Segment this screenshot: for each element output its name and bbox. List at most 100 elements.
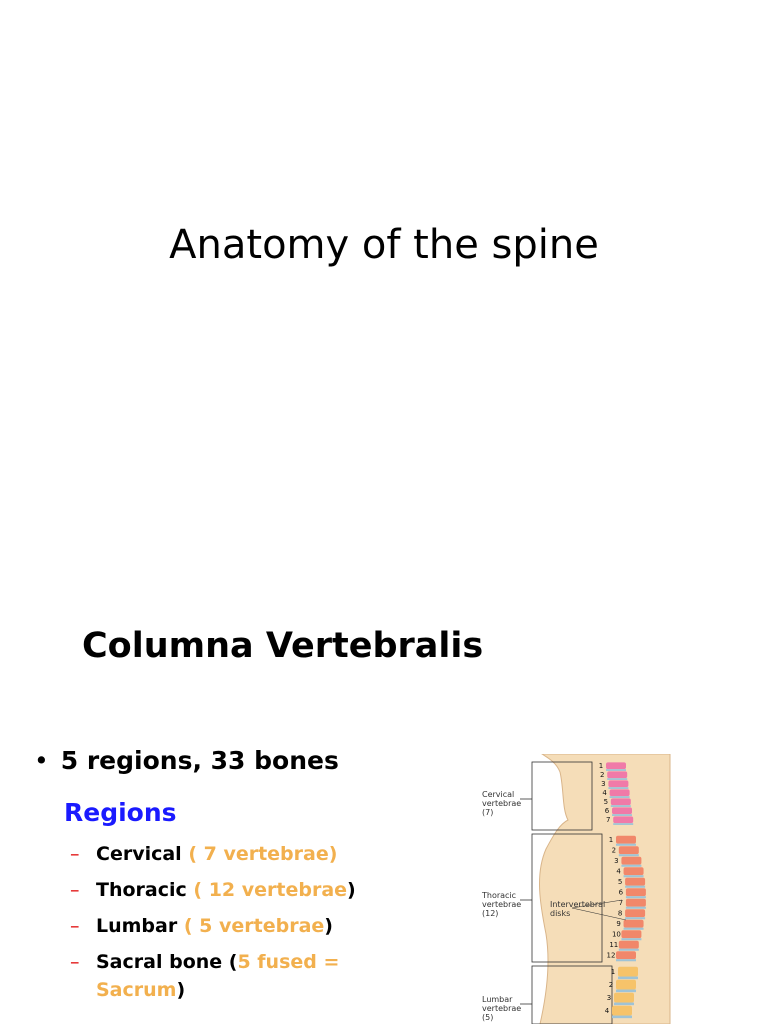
intervertebral-disk [616,989,636,993]
cervical-vertebra [612,807,632,815]
intervertebral-disk [623,927,644,930]
intervertebral-disk [618,854,639,857]
thoracic-vertebra [616,951,636,960]
intervertebral-disk [616,843,636,846]
cervical-vertebra [606,762,626,770]
cervical-vertebra [613,816,634,824]
cervical-number: 5 [604,798,608,806]
thoracic-box [531,833,603,963]
item-detail: ( 5 vertebrae [177,915,325,937]
cervical-label: Cervical vertebrae (7) [482,790,522,817]
lumbar-number: 4 [605,1007,610,1015]
intervertebral-disk [612,1015,632,1019]
thoracic-vertebra [621,856,642,865]
lumbar-number: 2 [609,981,613,989]
thoracic-number: 11 [609,941,618,949]
cervical-number: 3 [601,780,605,788]
thoracic-number: 1 [609,836,613,844]
slide-heading: Columna Vertebralis [82,626,484,666]
item-name: Sacral bone ( [96,951,238,973]
list-item-cervical: – Cervical ( 7 vertebrae) [70,840,400,876]
item-detail-close: ) [324,915,333,937]
intervertebral-disk [621,864,642,867]
cervical-number: 2 [600,771,604,779]
thoracic-vertebra [625,909,646,918]
item-name: Lumbar [96,915,178,937]
thoracic-number: 10 [612,931,621,939]
thoracic-vertebra [623,867,644,876]
thoracic-number: 4 [616,868,621,876]
torso-shape [539,753,671,1025]
content-slide: Columna Vertebralis • 5 regions, 33 bones… [0,576,768,1025]
intervertebral-disk [625,917,646,920]
intervertebral-disk [606,769,626,771]
lumbar-label: Lumbar vertebrae (5) [482,995,522,1022]
bullet-dot-icon: • [34,746,49,775]
leader-line [571,907,627,921]
lumbar-vertebra [614,992,634,1003]
intervertebral-disk [616,959,636,962]
thoracic-vertebra [616,835,636,844]
item-detail: ( 12 vertebrae [186,879,348,901]
intervertebral-disk [618,948,639,951]
bullet-item: • 5 regions, 33 bones [34,746,339,775]
lumbar-number: 1 [611,968,615,976]
item-name: Cervical [96,843,182,865]
thoracic-number: 2 [612,847,616,855]
cervical-number: 4 [602,789,607,797]
list-item-thoracic: – Thoracic ( 12 vertebrae) [70,876,400,912]
cervical-vertebra [607,771,628,779]
item-detail-close: ) [176,979,186,1001]
dash-icon: – [70,879,80,901]
intervertebral-disk [614,1002,634,1006]
item-name: Thoracic [96,879,187,901]
leader-line [571,899,623,909]
thoracic-number: 5 [618,878,622,886]
cervical-box [531,761,593,831]
intervertebral-disk [625,906,646,909]
list-item-sacral: – Sacral bone (5 fused = Sacrum) [70,948,400,1012]
lumbar-vertebra [616,979,636,990]
intervertebral-disk [608,787,629,789]
intervertebral-disk [610,805,631,807]
dash-icon: – [70,951,80,973]
thoracic-vertebra [623,919,644,928]
thoracic-vertebra [621,930,642,939]
intervertebral-disk [623,875,644,878]
bullet-text: 5 regions, 33 bones [60,746,339,775]
thoracic-number: 7 [619,899,623,907]
disks-label: Intervertebral disks [550,900,606,918]
intervertebral-disk [613,823,634,825]
lumbar-vertebrae: 1 2 3 4 [605,966,638,1019]
title-slide: Anatomy of the spine [169,222,599,268]
slide-title: Anatomy of the spine [169,222,599,268]
thoracic-vertebra [625,888,646,897]
lumbar-number: 3 [607,994,611,1002]
dash-icon: – [70,915,80,937]
intervertebral-disk [612,814,632,816]
thoracic-vertebra [618,940,639,949]
lumbar-vertebra [612,1005,632,1016]
cervical-number: 6 [605,807,610,815]
cervical-vertebra [609,789,630,797]
item-detail: 5 fused = Sacrum [96,951,340,1001]
thoracic-number: 12 [607,952,616,960]
thoracic-number: 3 [614,857,618,865]
list-item-lumbar: – Lumbar ( 5 vertebrae) [70,912,400,948]
intervertebral-disk [618,976,638,980]
cervical-number: 1 [599,762,603,770]
intervertebral-disk [621,938,642,941]
item-detail: ( 7 vertebrae) [181,843,338,865]
item-detail-close: ) [347,879,356,901]
cervical-vertebra [610,798,631,806]
cervical-number: 7 [606,816,610,824]
thoracic-vertebra [625,877,646,886]
regions-heading: Regions [64,798,177,827]
intervertebral-disk [625,896,646,899]
thoracic-number: 8 [618,910,622,918]
thoracic-vertebra [625,898,646,907]
